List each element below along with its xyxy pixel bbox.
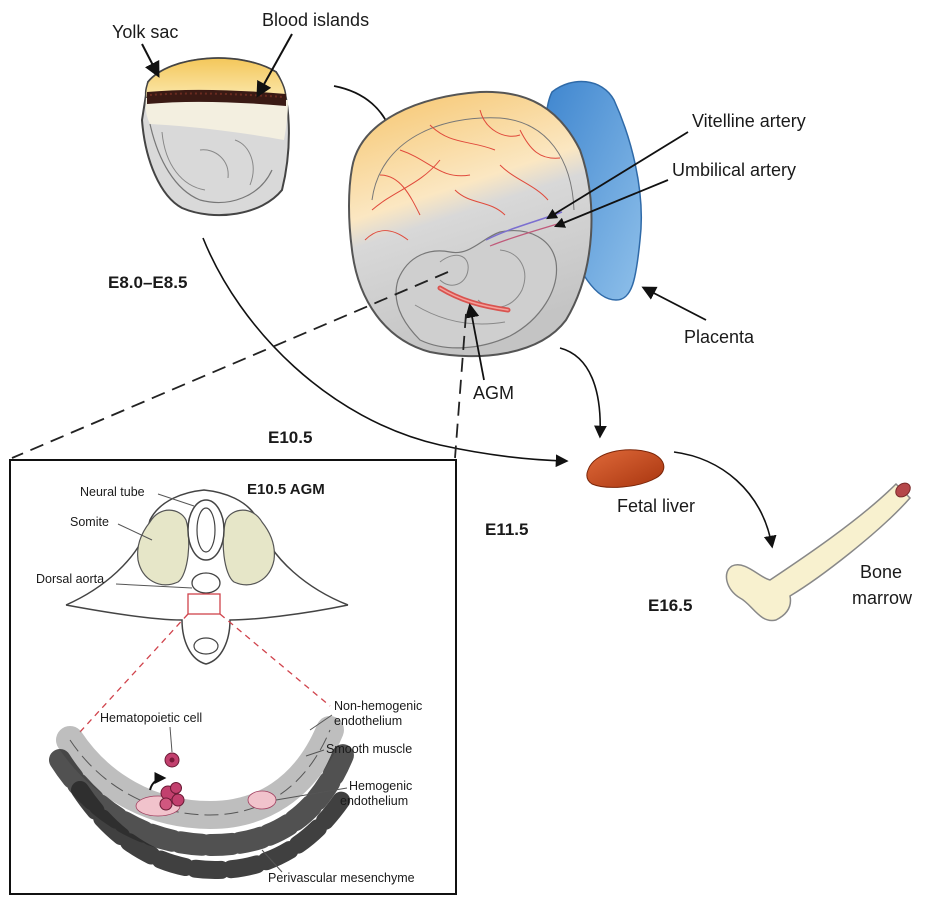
bone-text-1: Bone (860, 562, 902, 582)
stage-e11-label: E11.5 (485, 520, 529, 539)
agm-inset: E10.5 AGM Neural tube Somite Dorsal aort… (10, 460, 456, 894)
dorsal-aorta-label: Dorsal aorta (36, 572, 104, 586)
e10-embryo (349, 92, 592, 356)
agm-text: AGM (473, 383, 514, 403)
zoom-line-left (12, 272, 448, 458)
hemogenic-label-2: endothelium (340, 794, 408, 808)
stage-e10-label: E10.5 (268, 428, 312, 447)
fetal-liver: Fetal liver (587, 450, 695, 516)
hematopoietic-cell-label: Hematopoietic cell (100, 711, 202, 725)
yolk-sac-embryo (142, 58, 289, 215)
bone-text-2: marrow (852, 588, 913, 608)
arrow-embryo-to-liver (560, 348, 600, 436)
stage-e16-label: E16.5 (648, 596, 692, 615)
non-hemogenic-label-2: endothelium (334, 714, 402, 728)
vitelline-artery-text: Vitelline artery (692, 111, 806, 131)
non-hemogenic-label-1: Non-hemogenic (334, 699, 422, 713)
smooth-muscle-label: Smooth muscle (326, 742, 412, 756)
neural-tube-label: Neural tube (80, 485, 145, 499)
hemogenic-label-1: Hemogenic (349, 779, 412, 793)
blood-islands-text: Blood islands (262, 10, 369, 30)
umbilical-artery-text: Umbilical artery (672, 160, 796, 180)
stage-e8-label: E8.0–E8.5 (108, 273, 187, 292)
fetal-liver-text: Fetal liver (617, 496, 695, 516)
inset-title: E10.5 AGM (247, 481, 325, 498)
placenta-label: Placenta (644, 288, 755, 347)
placenta-text: Placenta (684, 327, 755, 347)
somite-label: Somite (70, 515, 109, 529)
perivascular-label: Perivascular mesenchyme (268, 871, 415, 885)
yolk-sac-text: Yolk sac (112, 22, 178, 42)
